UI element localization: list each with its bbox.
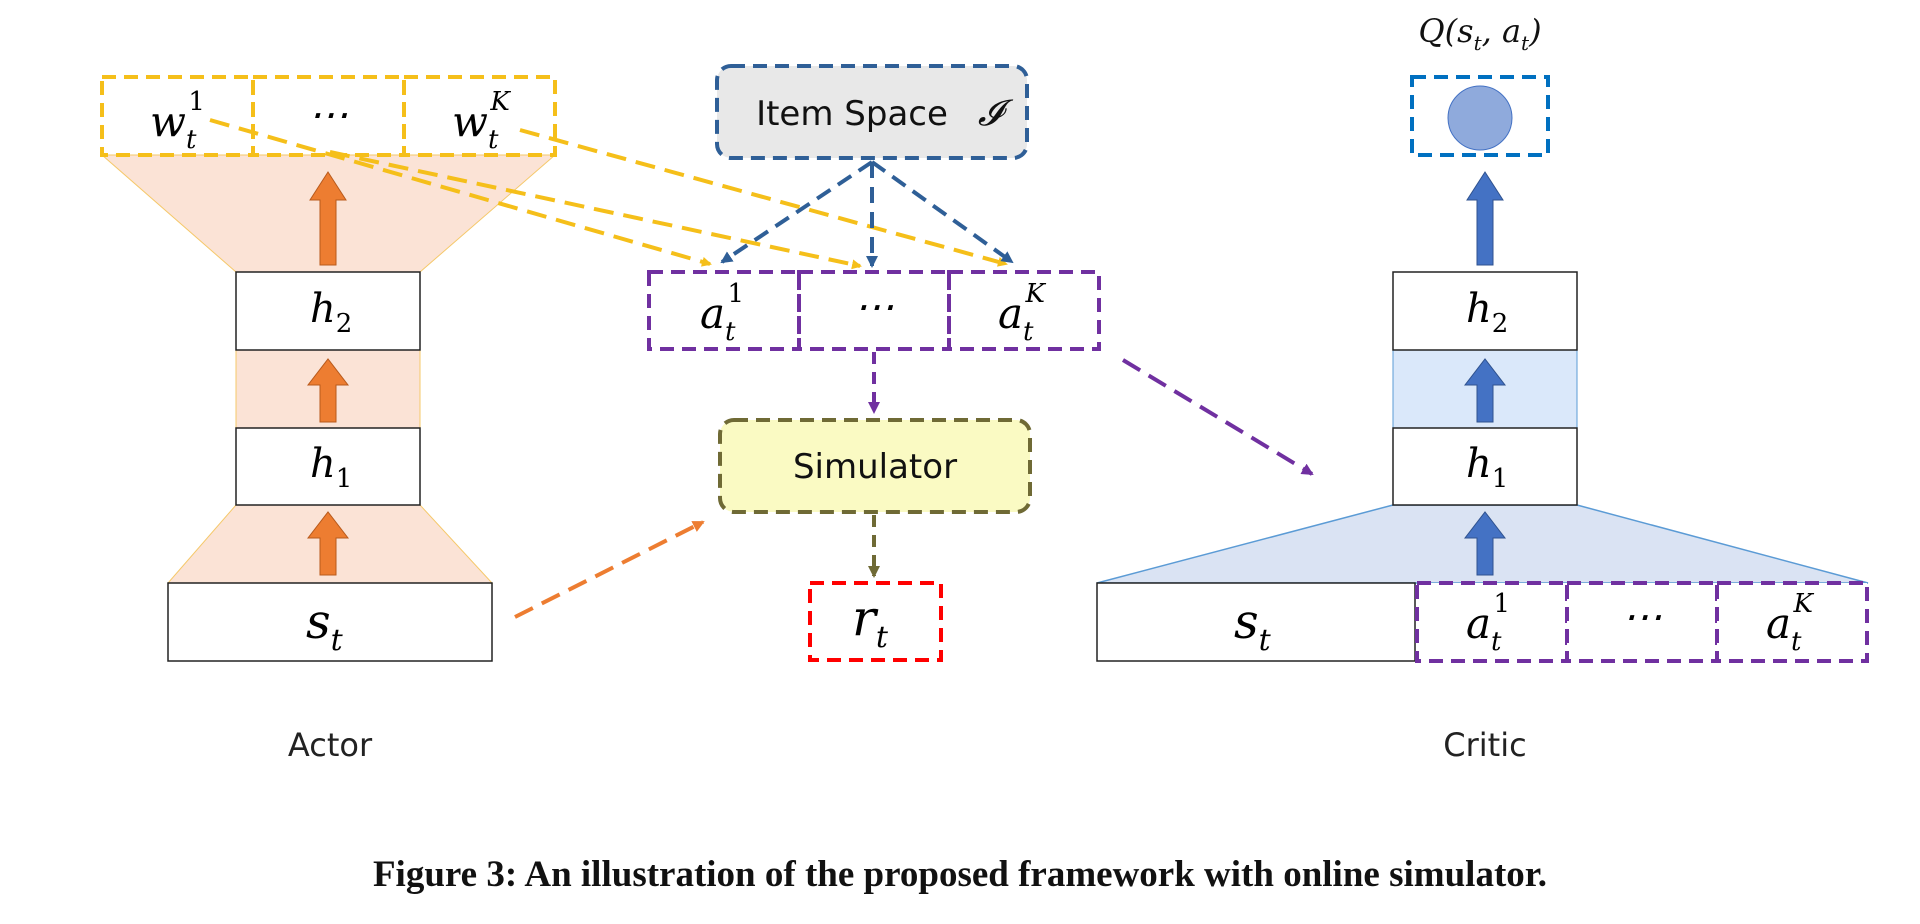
weight-k-label: wtK xyxy=(452,87,511,155)
actor-weights-row: wt1 ⋯ wtK xyxy=(100,75,557,157)
action-box-1 xyxy=(647,270,801,351)
weight-arrow-2 xyxy=(329,150,862,270)
actor-state-box xyxy=(167,582,493,662)
critic-h2-box xyxy=(1392,271,1578,351)
weight-arrow-3 xyxy=(519,128,1008,267)
simulator: Simulator xyxy=(718,418,1032,514)
item-space: Item Space 𝓘 xyxy=(715,64,1029,160)
actions-row: at1 ⋯ atK xyxy=(647,270,1101,351)
actor-up-arrow-1 xyxy=(306,511,350,576)
action-k-label: atK xyxy=(998,279,1047,347)
critic-state-label: st xyxy=(1234,594,1272,658)
actor-state-label: st xyxy=(306,594,344,658)
weight-arrow-1 xyxy=(209,118,712,267)
actor-h2-label: h2 xyxy=(310,286,352,339)
critic-network: h2 h1 st at1 ⋯ atK Q(st, at) Critic xyxy=(1096,12,1869,764)
actor-h2-box xyxy=(235,271,421,351)
actor-h1-label: h1 xyxy=(310,441,352,494)
actor-h1-box xyxy=(235,427,421,506)
simulator-box xyxy=(718,418,1032,514)
state-to-simulator-arrow xyxy=(514,520,705,619)
q-value-node xyxy=(1447,85,1513,151)
figure-caption: Figure 3: An illustration of the propose… xyxy=(373,854,1547,895)
item-space-label: Item Space xyxy=(756,94,948,134)
reward-box xyxy=(808,581,943,662)
critic-action-box-1 xyxy=(1415,581,1569,663)
critic-label: Critic xyxy=(1443,726,1526,764)
weight-1-label: wt1 xyxy=(150,87,205,155)
critic-up-arrow-3 xyxy=(1466,171,1504,266)
critic-h1-label: h1 xyxy=(1466,441,1508,494)
reward-label: rt xyxy=(852,589,889,655)
critic-h1-box xyxy=(1392,427,1578,506)
item-space-arrow-3 xyxy=(870,160,1014,264)
weight-box-k xyxy=(402,75,557,157)
action-box-ellipsis xyxy=(797,270,951,351)
actor-network: wt1 ⋯ wtK h2 h1 st Actor xyxy=(100,75,557,764)
item-space-box xyxy=(715,64,1029,160)
critic-action-ellipsis-label: ⋯ xyxy=(1622,594,1662,640)
weight-ellipsis-label: ⋯ xyxy=(308,92,348,138)
actor-label: Actor xyxy=(288,726,373,764)
item-space-arrows xyxy=(720,160,1014,268)
critic-up-arrow-1 xyxy=(1463,511,1507,576)
critic-action-k-label: atK xyxy=(1766,589,1815,657)
action-ellipsis-label: ⋯ xyxy=(854,284,894,330)
action-1-label: at1 xyxy=(700,279,744,347)
actions-to-critic-arrow xyxy=(1121,358,1314,476)
actor-up-arrow-2 xyxy=(306,358,350,423)
q-value-box xyxy=(1410,75,1550,157)
item-space-arrow-1 xyxy=(720,160,874,264)
action-box-k xyxy=(947,270,1101,351)
reward: rt xyxy=(808,581,943,662)
simulator-label: Simulator xyxy=(793,447,957,487)
actor-up-arrow-3 xyxy=(309,171,347,266)
critic-action-box-k xyxy=(1715,581,1869,663)
weight-to-action-arrows xyxy=(209,118,1008,270)
critic-state-box xyxy=(1096,582,1416,662)
critic-action-1-label: at1 xyxy=(1466,589,1510,657)
q-value-label: Q(st, at) xyxy=(1418,12,1541,55)
critic-up-arrow-2 xyxy=(1463,358,1507,423)
critic-h2-label: h2 xyxy=(1466,286,1508,339)
